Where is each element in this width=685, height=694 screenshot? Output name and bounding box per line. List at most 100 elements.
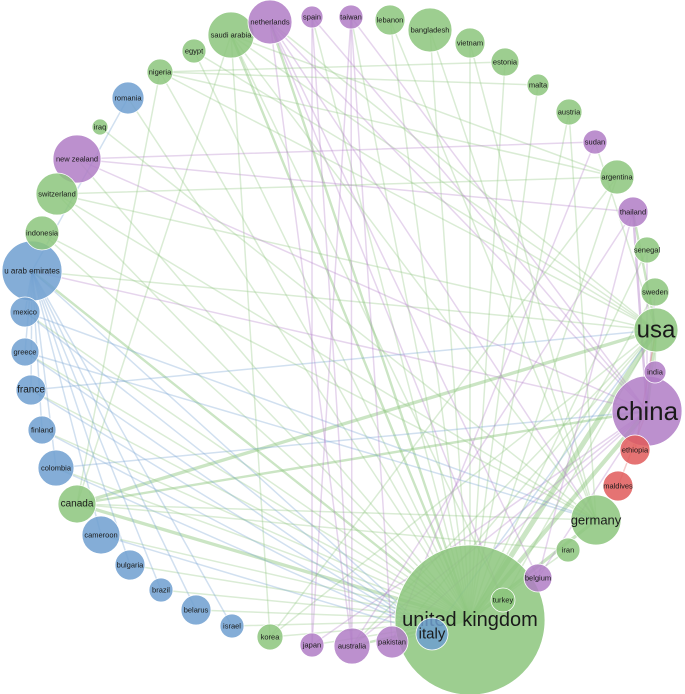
node-circle-belgium[interactable] — [523, 563, 553, 593]
node-circle-iraq[interactable] — [91, 118, 109, 136]
node-circle-mexico[interactable] — [9, 296, 41, 328]
node-label-brazil: brazil — [152, 586, 170, 595]
node-circle-brazil[interactable] — [148, 577, 174, 603]
node-netherlands[interactable]: netherlands — [247, 0, 293, 45]
node-circle-argentina[interactable] — [599, 159, 635, 195]
node-circle-lebanon[interactable] — [374, 4, 406, 36]
node-senegal[interactable]: senegal — [633, 236, 661, 264]
node-circle-new_zealand[interactable] — [52, 134, 102, 184]
node-korea[interactable]: korea — [256, 623, 284, 651]
node-france[interactable]: france — [15, 374, 47, 406]
node-germany[interactable]: germany — [570, 494, 622, 546]
node-circle-maldives[interactable] — [602, 470, 634, 502]
node-estonia[interactable]: estonia — [490, 47, 520, 77]
node-colombia[interactable]: colombia — [37, 449, 75, 487]
node-nigeria[interactable]: nigeria — [146, 58, 174, 86]
node-bulgaria[interactable]: bulgaria — [114, 549, 146, 581]
node-israel[interactable]: israel — [219, 613, 245, 639]
node-circle-colombia[interactable] — [37, 449, 75, 487]
node-india[interactable]: india — [643, 360, 667, 384]
node-italy[interactable]: italy — [415, 617, 449, 651]
node-turkey[interactable]: turkey — [490, 587, 516, 613]
node-circle-estonia[interactable] — [490, 47, 520, 77]
node-circle-canada[interactable] — [57, 484, 97, 524]
node-indonesia[interactable]: indonesia — [24, 215, 60, 251]
node-pakistan[interactable]: pakistan — [375, 625, 409, 659]
node-usa[interactable]: usa — [633, 307, 679, 353]
node-circle-sudan[interactable] — [582, 129, 608, 155]
node-belarus[interactable]: belarus — [180, 594, 212, 626]
node-circle-thailand[interactable] — [617, 196, 649, 228]
node-circle-japan[interactable] — [299, 632, 325, 658]
node-taiwan[interactable]: taiwan — [338, 4, 364, 30]
node-circle-ethiopia[interactable] — [619, 434, 651, 466]
node-circle-spain[interactable] — [300, 5, 324, 29]
node-spain[interactable]: spain — [300, 5, 324, 29]
node-china[interactable]: china — [611, 375, 683, 447]
node-circle-greece[interactable] — [10, 337, 40, 367]
node-circle-sweden[interactable] — [640, 277, 670, 307]
node-circle-belarus[interactable] — [180, 594, 212, 626]
node-circle-bangladesh[interactable] — [407, 7, 453, 53]
node-circle-romania[interactable] — [111, 81, 145, 115]
node-canada[interactable]: canada — [57, 484, 97, 524]
node-circle-turkey[interactable] — [490, 587, 516, 613]
edge-united_kingdom-malta — [469, 84, 539, 621]
node-circle-finland[interactable] — [27, 415, 57, 445]
node-circle-italy[interactable] — [415, 617, 449, 651]
node-circle-netherlands[interactable] — [247, 0, 293, 45]
node-argentina[interactable]: argentina — [599, 159, 635, 195]
node-iraq[interactable]: iraq — [91, 118, 109, 136]
node-circle-india[interactable] — [643, 360, 667, 384]
node-mexico[interactable]: mexico — [9, 296, 41, 328]
node-circle-germany[interactable] — [570, 494, 622, 546]
node-malta[interactable]: malta — [526, 73, 550, 97]
node-romania[interactable]: romania — [111, 81, 145, 115]
node-ethiopia[interactable]: ethiopia — [619, 434, 651, 466]
node-u_arab_emirates[interactable]: u arab emirates — [1, 240, 63, 302]
node-vietnam[interactable]: vietnam — [454, 27, 486, 59]
node-sweden[interactable]: sweden — [640, 277, 670, 307]
node-circle-pakistan[interactable] — [375, 625, 409, 659]
node-circle-united_kingdom[interactable] — [394, 544, 546, 694]
edge-united_kingdom-nigeria — [159, 71, 471, 621]
node-japan[interactable]: japan — [299, 632, 325, 658]
node-united_kingdom[interactable]: united kingdom — [394, 544, 546, 694]
node-brazil[interactable]: brazil — [148, 577, 174, 603]
node-circle-iran[interactable] — [555, 537, 581, 563]
node-circle-malta[interactable] — [526, 73, 550, 97]
node-circle-austria[interactable] — [555, 98, 583, 126]
node-circle-australia[interactable] — [333, 627, 371, 665]
node-circle-bulgaria[interactable] — [114, 549, 146, 581]
node-lebanon[interactable]: lebanon — [374, 4, 406, 36]
node-circle-senegal[interactable] — [633, 236, 661, 264]
node-circle-korea[interactable] — [256, 623, 284, 651]
edge-canada-germany — [76, 503, 597, 521]
node-egypt[interactable]: egypt — [181, 38, 207, 64]
edge-turkey-usa — [502, 329, 657, 601]
node-cameroon[interactable]: cameroon — [81, 515, 121, 555]
node-circle-israel[interactable] — [219, 613, 245, 639]
node-austria[interactable]: austria — [555, 98, 583, 126]
node-bangladesh[interactable]: bangladesh — [407, 7, 453, 53]
node-sudan[interactable]: sudan — [582, 129, 608, 155]
node-saudi_arabia[interactable]: saudi arabia — [207, 11, 255, 59]
node-circle-nigeria[interactable] — [146, 58, 174, 86]
node-maldives[interactable]: maldives — [602, 470, 634, 502]
node-iran[interactable]: iran — [555, 537, 581, 563]
node-circle-indonesia[interactable] — [24, 215, 60, 251]
node-circle-france[interactable] — [15, 374, 47, 406]
node-greece[interactable]: greece — [10, 337, 40, 367]
node-circle-taiwan[interactable] — [338, 4, 364, 30]
node-circle-cameroon[interactable] — [81, 515, 121, 555]
node-new_zealand[interactable]: new zealand — [52, 134, 102, 184]
node-australia[interactable]: australia — [333, 627, 371, 665]
node-thailand[interactable]: thailand — [617, 196, 649, 228]
node-belgium[interactable]: belgium — [523, 563, 553, 593]
node-finland[interactable]: finland — [27, 415, 57, 445]
node-circle-egypt[interactable] — [181, 38, 207, 64]
node-circle-switzerland[interactable] — [35, 172, 79, 216]
node-circle-vietnam[interactable] — [454, 27, 486, 59]
node-circle-usa[interactable] — [633, 307, 679, 353]
node-switzerland[interactable]: switzerland — [35, 172, 79, 216]
